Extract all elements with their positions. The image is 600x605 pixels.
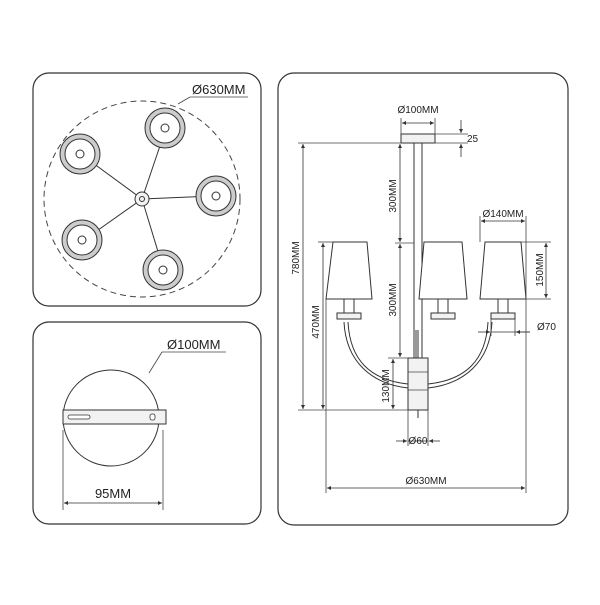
side-shade-height-label: 150MM (535, 253, 546, 286)
top-view-shade-5 (59, 133, 101, 175)
canopy-depth-label: 95MM (95, 486, 131, 501)
side-arm-left (347, 321, 409, 385)
side-lamp-center (418, 241, 468, 320)
canopy-diameter-label: Ø100MM (167, 337, 220, 352)
side-canopy-height-label: 25 (467, 134, 479, 145)
side-overall-diameter-label: Ø630MM (405, 476, 446, 487)
top-view-panel: Ø630MM (32, 72, 262, 307)
top-view-shade-3 (142, 249, 184, 291)
top-view-shade-2 (195, 175, 237, 217)
side-rod-upper-label: 300MM (388, 179, 399, 212)
side-lamp-left (325, 241, 373, 320)
side-canopy (400, 133, 436, 144)
side-rod (413, 142, 423, 359)
side-center-diameter-label: Ø60 (409, 436, 428, 447)
top-view-leader (177, 96, 191, 105)
canopy-view-panel: Ø100MM 95MM (32, 321, 262, 525)
canopy-slot-left (67, 414, 91, 420)
side-body-height-label: 470MM (311, 305, 322, 338)
side-total-height-label: 780MM (291, 241, 302, 274)
side-shade-diameter-label: Ø140MM (482, 209, 523, 220)
top-view-diameter-label: Ø630MM (192, 82, 245, 97)
canopy-slot-right (149, 413, 156, 421)
canopy-bracket (62, 409, 167, 425)
side-center-height-label: 130MM (381, 369, 392, 402)
side-rod-lower-label: 300MM (388, 283, 399, 316)
side-center-body (407, 357, 429, 411)
side-holder-diameter-label: Ø70 (537, 322, 556, 333)
canopy-leader (148, 351, 163, 374)
side-view-panel: Ø100MM 25 780MM 470MM 300MM 300MM 130MM … (277, 72, 569, 526)
top-view-shade-4 (61, 219, 103, 261)
top-view-shade-1 (144, 107, 186, 149)
top-view-diameter-circle (43, 100, 241, 298)
side-canopy-diameter-label: Ø100MM (397, 105, 438, 116)
top-view-hub (134, 191, 150, 207)
